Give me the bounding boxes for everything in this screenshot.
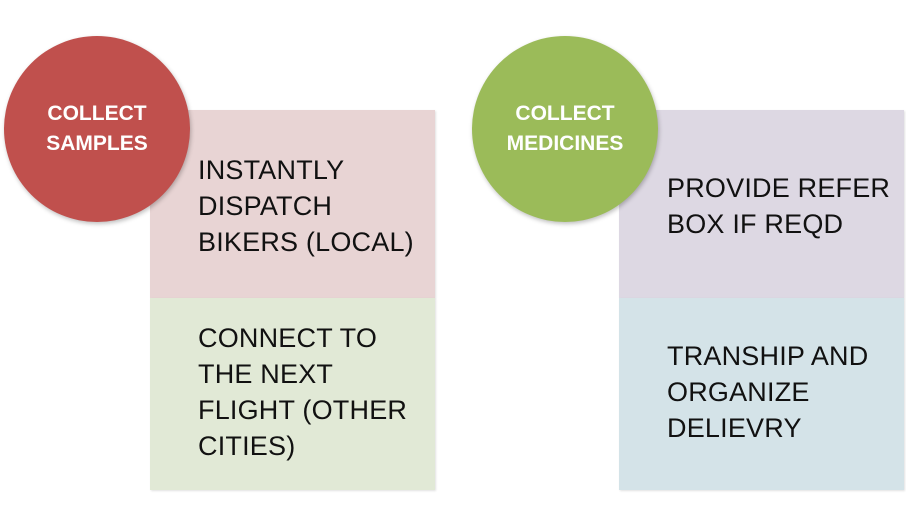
collect-medicines-circle: COLLECT MEDICINES: [472, 36, 658, 222]
left-bottom-box: CONNECT TO THE NEXT FLIGHT (OTHER CITIES…: [150, 298, 435, 490]
left-top-box-text: INSTANTLY DISPATCH BIKERS (LOCAL): [198, 155, 414, 257]
collect-samples-line-1: COLLECT: [47, 102, 147, 125]
left-bottom-box-text: CONNECT TO THE NEXT FLIGHT (OTHER CITIES…: [198, 323, 408, 461]
collect-samples-circle: COLLECT SAMPLES: [4, 36, 190, 222]
right-bottom-box: TRANSHIP AND ORGANIZE DELIEVRY: [619, 298, 904, 490]
left-top-box: INSTANTLY DISPATCH BIKERS (LOCAL): [150, 110, 435, 298]
right-bottom-box-text: TRANSHIP AND ORGANIZE DELIEVRY: [667, 341, 869, 443]
right-top-box: PROVIDE REFER BOX IF REQD: [619, 110, 904, 298]
right-top-box-text: PROVIDE REFER BOX IF REQD: [667, 173, 891, 239]
collect-medicines-line-1: COLLECT: [515, 102, 615, 125]
collect-medicines-line-2: MEDICINES: [506, 132, 624, 155]
collect-samples-line-2: SAMPLES: [46, 132, 148, 155]
